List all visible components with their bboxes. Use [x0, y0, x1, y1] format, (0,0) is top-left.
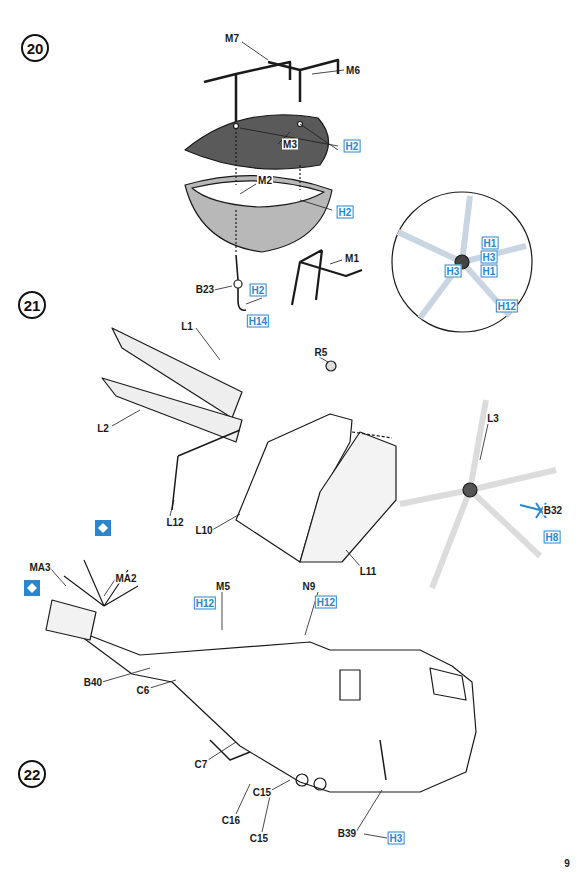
part-number: M6 [345, 65, 361, 76]
part-number: C6 [136, 685, 151, 696]
tail-rotor-ma [46, 560, 138, 640]
part-number: M5 [215, 581, 231, 592]
color-callout: H12 [194, 597, 216, 610]
part-number: M3 [282, 139, 298, 150]
color-callout: H3 [481, 251, 498, 264]
color-callout: H1 [481, 265, 498, 278]
marker-diamond [27, 583, 37, 593]
part-number: C16 [221, 815, 241, 826]
rotor-l3 [400, 400, 556, 588]
part-number: M2 [257, 175, 273, 186]
color-callout: H8 [544, 531, 561, 544]
assembly-arrow [352, 432, 392, 438]
step-number: 21 [18, 291, 46, 319]
hook-b23 [236, 255, 246, 310]
part-number: C7 [194, 759, 209, 770]
color-callout: H3 [445, 265, 462, 278]
step-number: 20 [21, 34, 49, 62]
part-number: L2 [96, 423, 110, 434]
part-number: B32 [543, 505, 563, 516]
cap-r5 [326, 361, 336, 371]
part-number: MA2 [114, 573, 137, 584]
wing-l2 [102, 378, 242, 442]
part-number: L11 [359, 566, 378, 577]
wheel [296, 774, 308, 786]
small-parts [210, 740, 386, 780]
part-number: N9 [302, 581, 317, 592]
rotor-hub [463, 483, 477, 497]
color-callout: H14 [247, 315, 269, 328]
step-label: 22 [24, 766, 41, 783]
part-number: B40 [83, 677, 103, 688]
frame-m7 [204, 62, 290, 122]
part-number: R5 [314, 347, 329, 358]
hole [234, 124, 239, 129]
frame-m6 [268, 60, 338, 102]
frame-m1 [292, 250, 362, 305]
step-label: 20 [27, 40, 44, 57]
leader-lines [50, 42, 488, 838]
marker-diamond [98, 523, 108, 533]
marker-square [95, 520, 111, 536]
assembly-guides [236, 128, 300, 252]
color-callout: H2 [344, 140, 361, 153]
color-callout: H12 [496, 300, 518, 313]
windows [340, 668, 466, 700]
tail-half-l11 [300, 432, 396, 562]
part-number: L1 [180, 321, 194, 332]
color-callout: H3 [388, 832, 405, 845]
cover-m3 [185, 115, 329, 169]
part-number: C15 [252, 787, 272, 798]
part-number: L12 [165, 517, 184, 528]
step-label: 21 [24, 297, 41, 314]
color-callout: H1 [482, 237, 499, 250]
part-number: MA3 [28, 562, 51, 573]
part-number: L3 [486, 413, 500, 424]
strut-l12 [172, 430, 240, 510]
wheel [314, 778, 326, 790]
bucket-m2 [185, 176, 332, 252]
color-callout: H2 [337, 206, 354, 219]
part-outlines [46, 42, 556, 838]
detail-circle [392, 192, 532, 332]
color-callout: H2 [250, 284, 267, 297]
hook-ring [234, 280, 242, 288]
part-number: M1 [344, 253, 360, 264]
step-number: 22 [18, 760, 46, 788]
color-callout: H12 [315, 596, 337, 609]
marker-diamonds [24, 520, 111, 596]
part-number: B39 [337, 828, 357, 839]
fuselage [70, 628, 476, 792]
part-number: 9 [563, 858, 571, 869]
part-number: L10 [194, 525, 213, 536]
part-number: B23 [195, 284, 215, 295]
marker-square [24, 580, 40, 596]
part-number: M7 [224, 33, 240, 44]
inset-blades [398, 196, 526, 318]
part-number: C15 [249, 833, 269, 844]
